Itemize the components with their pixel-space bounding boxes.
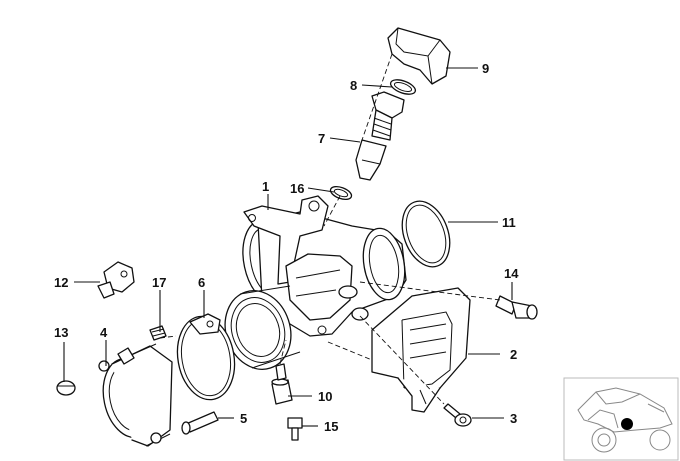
part-6-hose-clamp[interactable]: [171, 312, 241, 404]
callout-16: 16: [290, 181, 304, 196]
callout-3: 3: [510, 411, 517, 426]
part-14-screw[interactable]: [495, 295, 538, 320]
callout-1: 1: [262, 179, 269, 194]
callout-2: 2: [510, 347, 517, 362]
callout-14: 14: [504, 266, 519, 281]
callout-9: 9: [482, 61, 489, 76]
callout-13: 13: [54, 325, 68, 340]
part-15-bolt[interactable]: [287, 417, 303, 441]
part-12-sensor[interactable]: [97, 261, 135, 299]
part-1-throttle-body[interactable]: [215, 195, 410, 378]
part-4-intake-sleeve[interactable]: [96, 343, 173, 447]
part-10-nozzle[interactable]: [271, 363, 293, 405]
callout-labels: 9 8 7 16 1 11 14 2 3 12 17 6 4 13 5 10 1…: [54, 61, 519, 434]
part-2-control-unit[interactable]: [371, 287, 471, 413]
part-7-sensor[interactable]: [355, 91, 405, 181]
motorcycle-location-icon: [563, 377, 679, 461]
part-9-connector[interactable]: [387, 27, 451, 85]
callout-6: 6: [198, 275, 205, 290]
callout-11: 11: [502, 215, 516, 230]
callout-12: 12: [54, 275, 68, 290]
callout-17: 17: [152, 275, 166, 290]
callout-8: 8: [350, 78, 357, 93]
callout-7: 7: [318, 131, 325, 146]
callout-4: 4: [100, 325, 108, 340]
part-3-bolt[interactable]: [443, 403, 472, 427]
assembly-lines: [159, 53, 501, 405]
part-16-seal-ring[interactable]: [329, 184, 353, 202]
callout-5: 5: [240, 411, 247, 426]
leader-lines: [63, 67, 513, 427]
callout-10: 10: [318, 389, 332, 404]
part-8-o-ring[interactable]: [389, 77, 418, 97]
callout-15: 15: [324, 419, 338, 434]
part-5-screw[interactable]: [181, 411, 219, 435]
part-17-screw[interactable]: [149, 325, 167, 341]
location-marker: [621, 418, 633, 430]
part-13-cap[interactable]: [56, 380, 76, 396]
part-11-o-ring[interactable]: [394, 195, 459, 274]
